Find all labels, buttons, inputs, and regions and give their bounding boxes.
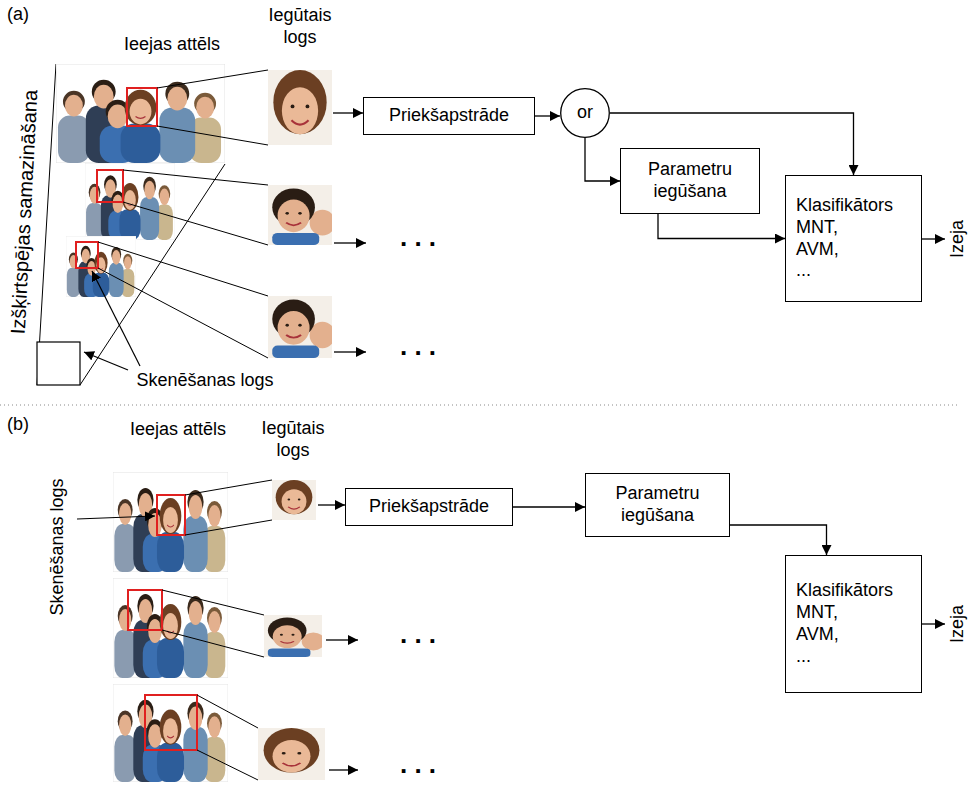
column-heading: Ieejas attēls [124,34,220,56]
leader-line [185,480,272,495]
red-window [97,170,123,202]
input-photo [113,578,228,678]
leader-line [98,268,268,358]
connector [658,214,785,239]
connector [585,138,620,181]
process-box-text: Parametru iegūšana [594,483,721,527]
connector [535,115,560,116]
output-label: Izeja [947,220,969,258]
process-box: Priekšapstrāde [345,488,513,526]
red-window [76,242,98,268]
pointer-arrow [92,271,140,366]
leader-line [162,590,264,615]
input-photo [85,163,175,240]
classifier-box: Klasifikātors MNT, AVM, ... [785,555,922,693]
column-heading: Iegūtais logs [260,5,340,48]
output-arrow [922,623,945,624]
leader-line [162,630,264,657]
leader-line [157,70,268,88]
crop-photo [268,70,332,145]
scan-window [37,342,80,385]
leader-line [98,242,268,296]
callout-label: Skenēšanas logs [136,370,273,392]
pointer-arrow [77,516,155,519]
process-box-text: Parametru iegūšana [629,159,751,203]
crop-photo [268,296,335,358]
crop-photo [264,615,325,657]
process-box: Priekšapstrāde [363,97,535,135]
callout-label: Skenēšanas logs [47,478,69,615]
leader-line [123,170,268,185]
red-window [128,590,162,630]
or-circle: or [560,88,610,138]
input-photo [113,684,228,782]
leader-line [185,520,272,535]
leader-line [197,750,258,780]
flow-arrow [334,242,366,243]
or-circle-text: or [577,102,593,124]
process-box: Parametru iegūšana [585,473,730,537]
connector [730,525,827,555]
red-window [157,495,185,535]
flow-arrow [318,504,345,505]
column-heading: Iegūtais logs [253,418,333,461]
leader-line [123,202,268,245]
leader-line [197,695,258,728]
process-box: Parametru iegūšana [620,148,760,214]
circle-shape [561,89,610,138]
column-heading: Ieejas attēls [130,419,226,441]
classifier-box-text: Klasifikātors MNT, AVM, ... [796,195,913,283]
crop-photo [268,185,335,245]
flow-arrow [326,639,358,640]
red-window [145,695,197,750]
ellipsis: . . . [400,224,436,250]
classifier-box: Klasifikātors MNT, AVM, ... [785,175,922,302]
part-label: (b) [7,414,29,436]
flow-arrow [333,112,363,113]
red-window [127,88,157,126]
flow-arrow [334,351,366,352]
ellipsis: . . . [400,751,436,777]
input-photo [113,472,228,572]
process-box-text: Priekšapstrāde [369,496,489,518]
classifier-box-text: Klasifikātors MNT, AVM, ... [796,580,913,668]
dotted-separator [0,405,960,406]
process-box-text: Priekšapstrāde [389,105,509,127]
ellipsis: . . . [400,333,436,359]
output-label: Izeja [947,605,969,643]
axis-label: Izšķirtspējas samazināšana [6,89,43,334]
connector [513,506,585,507]
crop-photo [272,480,316,520]
leader-line [157,126,268,145]
ellipsis: . . . [400,621,436,647]
input-photo [56,64,225,163]
output-arrow [922,238,945,239]
part-label: (a) [7,4,29,26]
crop-photo [258,728,325,780]
pointer-arrow [84,352,128,370]
flow-arrow [329,769,358,770]
